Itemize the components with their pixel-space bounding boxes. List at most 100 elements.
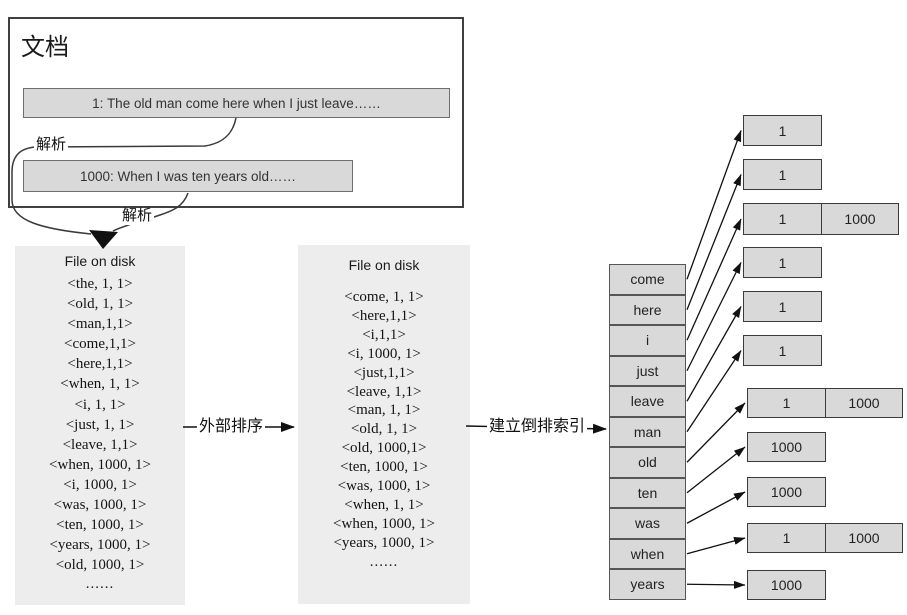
unsorted-tuple: <come,1,1> bbox=[64, 336, 136, 353]
posting-list-ten: 1000 bbox=[747, 432, 826, 462]
term-cell-years: years bbox=[609, 569, 686, 600]
posting-arrow-when bbox=[686, 537, 746, 555]
posting-docid: 1000 bbox=[821, 204, 898, 234]
document-2-text: 1000: When I was ten years old…… bbox=[79, 168, 297, 184]
sorted-tuple: <leave, 1,1> bbox=[346, 383, 422, 400]
posting-docid: 1000 bbox=[770, 484, 803, 500]
term-cell-come: come bbox=[609, 264, 686, 295]
sorted-tuple: <come, 1, 1> bbox=[344, 289, 424, 305]
unsorted-tuple: <just, 1, 1> bbox=[65, 416, 135, 433]
sorted-tuple: <ten, 1000, 1> bbox=[340, 459, 428, 476]
term-label: man bbox=[633, 423, 662, 440]
term-label: here bbox=[633, 301, 662, 318]
posting-docid: 1 bbox=[778, 211, 787, 227]
disk-file-sorted-title: File on disk bbox=[348, 257, 420, 273]
posting-list-old: 1 1000 bbox=[747, 388, 903, 418]
posting-docid: 1 bbox=[778, 122, 787, 139]
sorted-tuple: <here,1,1> bbox=[351, 307, 417, 324]
term-cell-i: i bbox=[609, 325, 686, 356]
posting-docid: 1 bbox=[778, 254, 787, 271]
posting-list-i: 1 1000 bbox=[743, 203, 899, 235]
term-cell-man: man bbox=[609, 416, 686, 447]
disk-file-unsorted-panel: File on disk <the, 1, 1> <old, 1, 1> <man,… bbox=[15, 246, 185, 605]
posting-arrow-man bbox=[686, 350, 742, 433]
sorted-tuple: <man, 1, 1> bbox=[347, 402, 421, 419]
posting-arrow-just bbox=[686, 262, 742, 372]
document-panel-title: 文档 bbox=[21, 34, 69, 61]
parse-label-bottom: 解析 bbox=[120, 207, 155, 225]
unsorted-tuple: <leave, 1,1> bbox=[62, 436, 138, 453]
document-2-box: 1000: When I was ten years old…… bbox=[23, 160, 353, 192]
document-1-box: 1: The old man come here when I just lea… bbox=[23, 88, 450, 118]
unsorted-tuple: <years, 1000, 1> bbox=[49, 537, 151, 554]
unsorted-tuple: <here,1,1> bbox=[67, 356, 133, 373]
disk-file-sorted-panel: File on disk <come, 1, 1> <here,1,1> <i,1,… bbox=[298, 245, 470, 604]
sorted-tuple-list: <come, 1, 1> <here,1,1> <i,1,1> <i, 1000, 1… bbox=[298, 288, 470, 553]
sorted-tuple: <i,1,1> bbox=[362, 326, 406, 343]
posting-list-man: 1 bbox=[743, 335, 822, 366]
unsorted-tuple: <man,1,1> bbox=[67, 316, 133, 333]
term-label: ten bbox=[637, 484, 658, 501]
posting-docid: 1000 bbox=[825, 389, 902, 417]
posting-docid: 1 bbox=[778, 166, 787, 183]
term-cell-was: was bbox=[609, 508, 686, 539]
posting-list-years: 1000 bbox=[747, 570, 826, 600]
posting-arrow-ten bbox=[686, 446, 746, 494]
posting-docid: 1000 bbox=[770, 577, 803, 593]
unsorted-tuple: <i, 1000, 1> bbox=[63, 476, 137, 493]
posting-list-leave: 1 bbox=[743, 291, 822, 322]
unsorted-tuple: <when, 1000, 1> bbox=[49, 456, 151, 473]
term-cell-leave: leave bbox=[609, 386, 686, 417]
posting-arrow-was bbox=[686, 491, 746, 524]
disk-file-unsorted-title: File on disk bbox=[64, 253, 136, 269]
unsorted-tuple: <ten, 1000, 1> bbox=[56, 517, 144, 534]
term-cell-here: here bbox=[609, 294, 686, 325]
posting-docid: 1000 bbox=[770, 439, 803, 455]
term-label: come bbox=[630, 271, 665, 288]
posting-arrow-come bbox=[686, 130, 742, 280]
posting-arrow-years bbox=[686, 580, 746, 589]
unsorted-tuple: <the, 1, 1> bbox=[67, 276, 133, 292]
posting-list-come: 1 bbox=[743, 115, 822, 146]
posting-docid: 1 bbox=[782, 395, 791, 411]
external-sort-label: 外部排序 bbox=[197, 418, 266, 436]
sorted-ellipsis: ...... bbox=[369, 553, 399, 570]
unsorted-tuple: <old, 1000, 1> bbox=[55, 557, 145, 574]
posting-list-here: 1 bbox=[743, 159, 822, 190]
term-label: old bbox=[638, 454, 657, 471]
sorted-tuple: <just,1,1> bbox=[353, 364, 415, 381]
term-cell-old: old bbox=[609, 447, 686, 478]
term-cell-ten: ten bbox=[609, 477, 686, 508]
parse-label-top: 解析 bbox=[34, 136, 69, 154]
posting-docid: 1 bbox=[778, 298, 787, 315]
sorted-tuple: <was, 1000, 1> bbox=[337, 478, 431, 495]
term-label: when bbox=[630, 545, 665, 562]
unsorted-tuple: <old, 1, 1> bbox=[66, 296, 134, 313]
term-label: leave bbox=[630, 393, 665, 410]
unsorted-tuple-list: <the, 1, 1> <old, 1, 1> <man,1,1> <come,1,1… bbox=[15, 274, 185, 575]
posting-arrow-old bbox=[686, 402, 746, 463]
sorted-tuple: <old, 1000,1> bbox=[341, 440, 427, 457]
posting-arrow-here bbox=[686, 174, 742, 310]
posting-list-just: 1 bbox=[743, 247, 822, 278]
term-cell-when: when bbox=[609, 538, 686, 569]
term-cell-just: just bbox=[609, 355, 686, 386]
unsorted-ellipsis: ...... bbox=[85, 576, 115, 593]
posting-docid: 1000 bbox=[825, 524, 902, 552]
term-label: years bbox=[630, 576, 665, 593]
sorted-tuple: <when, 1, 1> bbox=[344, 496, 424, 513]
term-label: i bbox=[645, 332, 650, 349]
build-inverted-index-label: 建立倒排索引 bbox=[487, 418, 588, 436]
posting-arrow-i bbox=[686, 218, 742, 341]
posting-list-was: 1000 bbox=[747, 477, 826, 507]
posting-arrow-leave bbox=[686, 306, 742, 402]
unsorted-tuple: <was, 1000, 1> bbox=[53, 497, 147, 514]
sorted-tuple: <i, 1000, 1> bbox=[347, 345, 421, 362]
term-label: was bbox=[635, 515, 660, 532]
unsorted-tuple: <when, 1, 1> bbox=[60, 376, 140, 393]
sorted-tuple: <when, 1000, 1> bbox=[333, 515, 435, 532]
unsorted-tuple: <i, 1, 1> bbox=[74, 396, 126, 413]
sorted-tuple: <years, 1000, 1> bbox=[333, 534, 435, 551]
